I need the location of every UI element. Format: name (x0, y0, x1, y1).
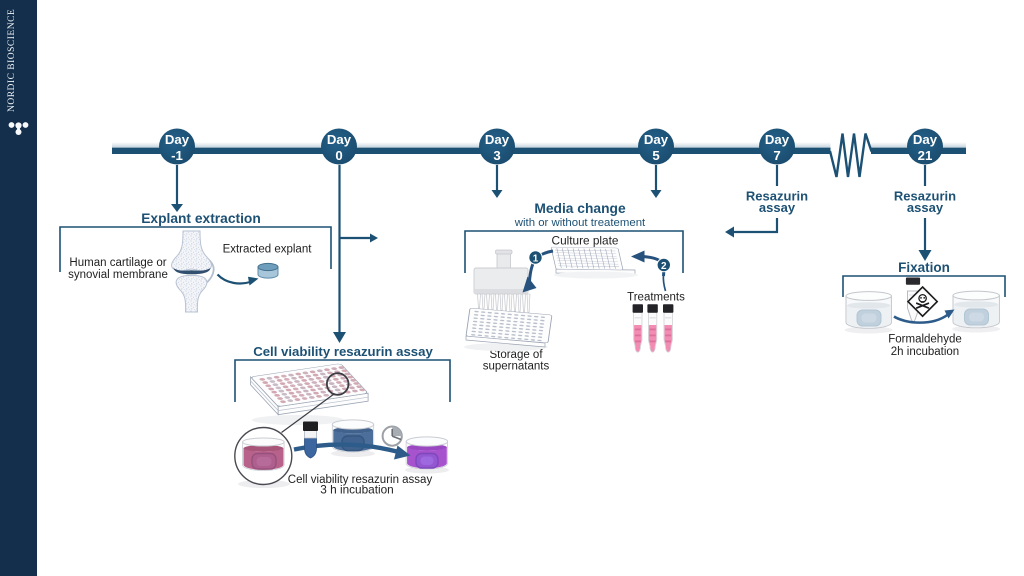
svg-text:0: 0 (335, 148, 342, 163)
svg-text:Cell viability resazurin assay: Cell viability resazurin assay (253, 344, 433, 359)
svg-text:Treatments: Treatments (627, 292, 685, 304)
svg-text:Fixation: Fixation (898, 260, 950, 275)
svg-text:Cell viability resazurin assay: Cell viability resazurin assay (288, 474, 433, 486)
svg-text:assay: assay (759, 200, 796, 215)
svg-text:-1: -1 (171, 148, 183, 163)
svg-text:NORDIC BIOSCIENCE: NORDIC BIOSCIENCE (7, 9, 17, 112)
svg-text:Storage of: Storage of (489, 349, 543, 361)
svg-text:Explant extraction: Explant extraction (141, 211, 261, 226)
svg-text:Day: Day (327, 132, 352, 147)
svg-text:Culture plate: Culture plate (552, 234, 619, 248)
svg-text:1: 1 (533, 253, 539, 264)
svg-text:3 h incubation: 3 h incubation (320, 483, 393, 497)
svg-text:assay: assay (907, 200, 944, 215)
svg-text:with or without treatement: with or without treatement (514, 217, 646, 229)
svg-text:Media change: Media change (534, 201, 626, 216)
svg-text:Day: Day (913, 132, 938, 147)
svg-text:Day: Day (644, 132, 669, 147)
svg-text:3: 3 (493, 148, 500, 163)
svg-text:supernatants: supernatants (483, 361, 550, 373)
svg-text:Formaldehyde: Formaldehyde (888, 334, 962, 346)
svg-text:2: 2 (661, 261, 667, 272)
svg-text:Day: Day (765, 132, 790, 147)
svg-text:Day: Day (485, 132, 510, 147)
svg-text:Human cartilage or: Human cartilage or (69, 257, 166, 269)
svg-text:7: 7 (773, 148, 780, 163)
svg-text:Resazurin: Resazurin (746, 189, 808, 204)
svg-text:5: 5 (652, 148, 659, 163)
svg-text:synovial membrane: synovial membrane (68, 269, 168, 281)
svg-text:21: 21 (918, 148, 933, 163)
svg-text:Extracted explant: Extracted explant (223, 244, 313, 256)
svg-text:Resazurin: Resazurin (894, 189, 956, 204)
svg-text:Day: Day (165, 132, 190, 147)
svg-text:2h incubation: 2h incubation (891, 346, 959, 358)
